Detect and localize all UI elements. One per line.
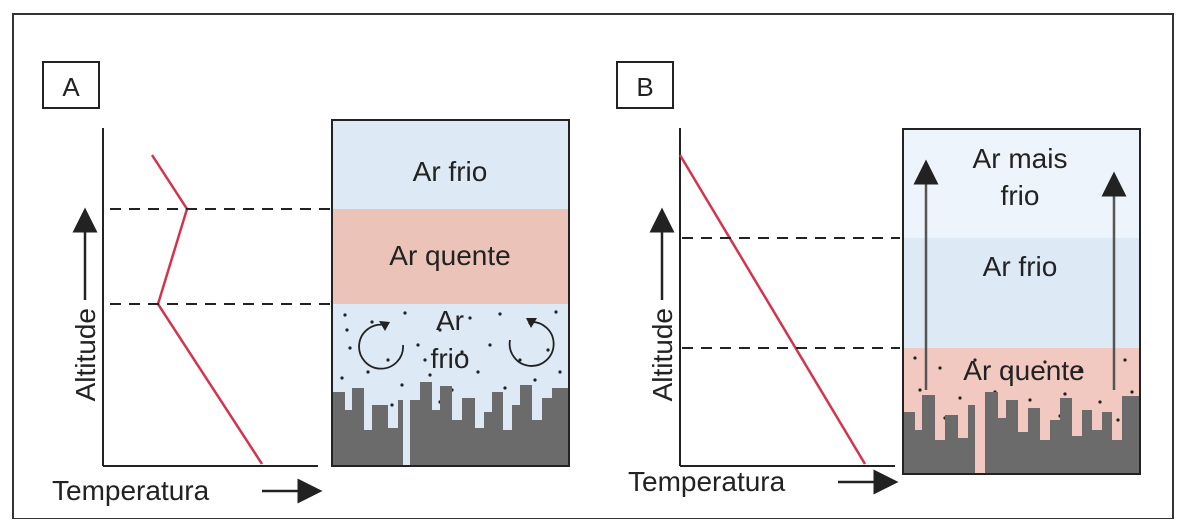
panel-a-city-skyline	[332, 382, 569, 466]
panel-b-air-column: Ar mais frio Ar frio Ar quente	[902, 128, 1141, 475]
panel-a-x-axis-label: Temperatura	[52, 475, 210, 506]
panel-a-y-label-group: Altitude	[70, 207, 101, 401]
panel-b-city-skyline	[903, 392, 1140, 474]
panel-a-label-box	[42, 61, 100, 109]
panel-a-layer-bottom-label-line2: frio	[431, 343, 470, 374]
panel-a: A Altitude Temperatura	[42, 61, 570, 506]
panel-b-label: B	[636, 72, 653, 102]
panel-a-layer-middle-label: Ar quente	[389, 240, 510, 271]
panel-b-layer-top-label-line2: frio	[1001, 180, 1040, 211]
panel-b-column-border	[902, 128, 1141, 475]
panel-b-y-axis-label: Altitude	[647, 308, 678, 401]
panel-b-colder-air-top	[903, 129, 1140, 238]
panel-a-circulation-left	[358, 321, 404, 370]
panel-a-circulation-right	[508, 318, 555, 367]
panel-a-cold-air-top	[332, 120, 569, 209]
panel-a-y-axis-label: Altitude	[70, 308, 101, 401]
panel-a-warm-air-layer	[332, 209, 569, 304]
panel-b-cold-air-middle	[903, 238, 1140, 348]
panel-b-layer-middle-label: Ar frio	[983, 251, 1058, 282]
panel-b: B Altitude Temperatura	[616, 61, 1141, 497]
panel-a-air-column: Ar frio Ar quente Ar frio	[331, 119, 570, 467]
panel-b-layer-bottom-label: Ar quente	[963, 355, 1084, 386]
panel-b-y-label-group: Altitude	[647, 207, 678, 401]
panel-b-temperature-profile	[678, 154, 867, 465]
panel-a-label: A	[62, 72, 80, 102]
panel-b-layer-top-label-line1: Ar mais	[973, 143, 1068, 174]
panel-b-label-box	[616, 61, 674, 109]
panel-a-column-border	[331, 119, 570, 467]
panel-a-layer-bottom-label-line1: Ar	[436, 305, 464, 336]
panel-b-x-axis-label: Temperatura	[628, 466, 786, 497]
panel-a-layer-top-label: Ar frio	[413, 156, 488, 187]
panel-a-temperature-profile	[150, 154, 264, 465]
